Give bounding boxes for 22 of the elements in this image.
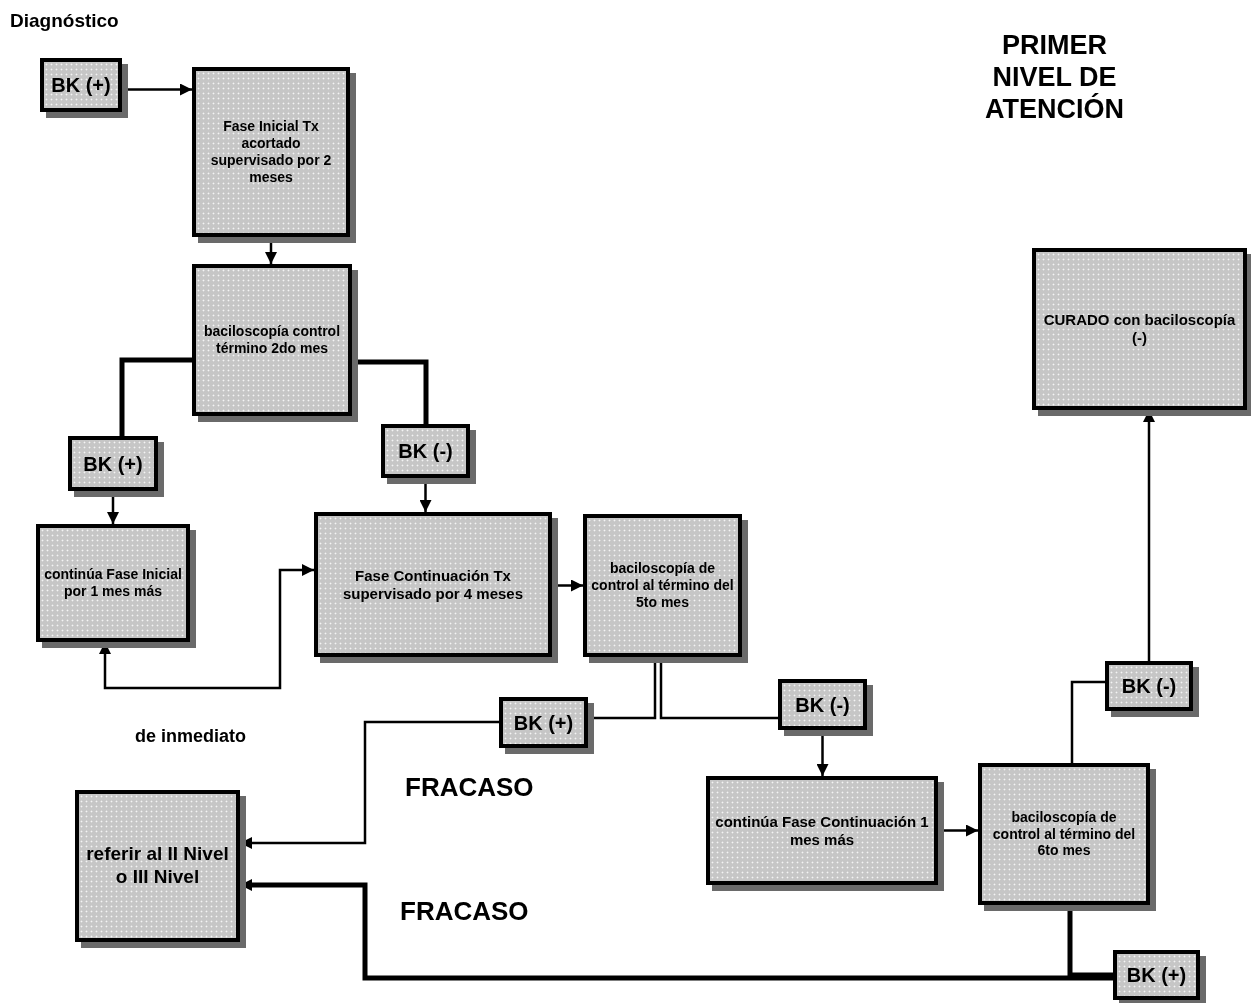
box-text: BK (-) [397,439,454,463]
note-text: Diagnóstico [10,10,119,32]
box-text: Fase Inicial Tx acortado supervisado por 2 meses [209,118,333,186]
box-text: baciloscopía control término 2do mes [202,323,342,357]
box-text: CURADO con baciloscopía (-) [1042,311,1237,347]
diagram-title: PRIMER NIVEL DE ATENCIÓN [985,30,1124,126]
box-text: Fase Continuación Tx supervisado por 4 meses [341,566,525,603]
box-text: baciloscopía de control al término del 6to mes [991,808,1137,860]
note-text: FRACASO [400,896,529,927]
box-text: referir al II Nivel o III Nivel [85,843,230,889]
box-text: BK (+) [50,73,112,97]
box-text: BK (-) [794,692,851,717]
box-text: BK (+) [512,710,575,735]
box-text: BK (+) [82,451,144,476]
box-text: BK (+) [1125,963,1188,987]
connector-arrow [99,564,314,690]
note-text: de inmediato [135,726,246,747]
box-text: BK (-) [1120,674,1178,698]
box-text: continúa Fase Inicial por 1 mes más [43,566,183,600]
box-text: continúa Fase Continuación 1 mes más [714,812,930,849]
box-text: baciloscopía de control al término del 5to mes [590,560,735,611]
note-text: FRACASO [405,772,534,803]
